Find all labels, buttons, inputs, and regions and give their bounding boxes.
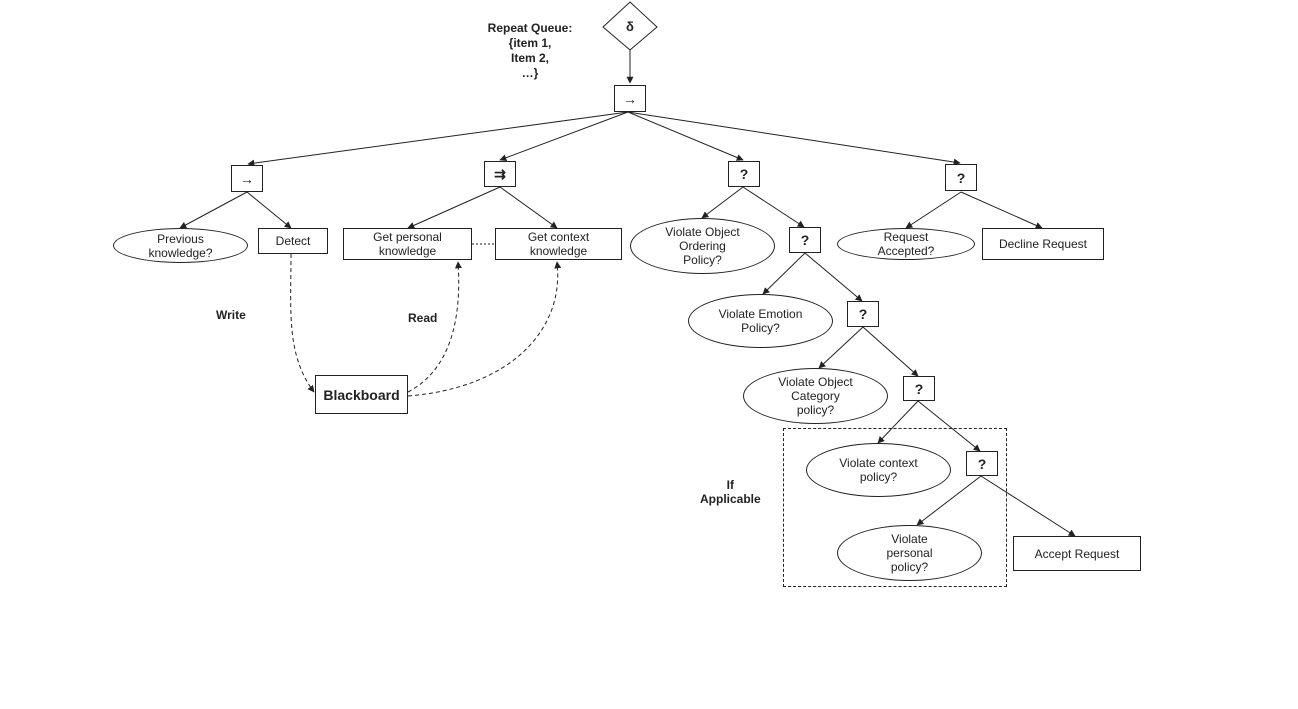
branch1-sequence-node: →: [231, 165, 263, 192]
detect-action: Detect: [258, 228, 328, 254]
blackboard-store: Blackboard: [315, 375, 408, 414]
repeat-queue-annotation: Repeat Queue: {item 1, Item 2, …}: [487, 21, 573, 80]
branch4-fallback-node: ?: [945, 164, 977, 191]
violate-object-ordering-condition: Violate Object Ordering Policy?: [630, 218, 775, 274]
root-decorator: δ: [603, 2, 657, 50]
edge-main-to-branch1: [247, 111, 629, 167]
edge-fallback5-to-personal-policy: [916, 475, 982, 526]
edge-fallback3-to-category: [818, 326, 864, 369]
decline-request-action: Decline Request: [982, 228, 1104, 260]
edge-branch1-to-detect: [246, 191, 292, 229]
edge-fallback5-to-accept: [980, 475, 1076, 537]
edge-fallback3-to-fallback4: [862, 326, 919, 377]
edge-branch3-to-fallback2: [742, 186, 805, 228]
edge-main-to-branch2: [499, 111, 629, 162]
edge-branch4-to-request-accepted: [905, 191, 962, 229]
if-applicable-region: [783, 428, 1007, 587]
fallback3-node: ?: [847, 301, 879, 327]
edge-main-to-branch4: [627, 111, 961, 166]
branch2-parallel-node: ⇉: [484, 161, 516, 187]
edge-branch1-to-previous: [179, 191, 248, 229]
edge-branch4-to-decline: [960, 191, 1043, 229]
edge-fallback4-to-context-policy: [877, 400, 919, 444]
write-arrow: [290, 253, 315, 393]
violate-personal-condition: Violate personal policy?: [837, 525, 982, 581]
edge-branch2-to-personal: [407, 186, 501, 229]
edge-main-to-branch3: [627, 111, 744, 161]
read-arrow-personal: [407, 261, 462, 393]
write-label: Write: [216, 308, 246, 322]
previous-knowledge-condition: Previous knowledge?: [113, 228, 248, 263]
root-symbol: δ: [626, 18, 634, 34]
violate-object-category-condition: Violate Object Category policy?: [743, 368, 888, 424]
edge-branch3-to-ordering: [701, 186, 744, 219]
branch3-fallback-node: ?: [728, 161, 760, 187]
fallback2-node: ?: [789, 227, 821, 253]
if-applicable-label: If Applicable: [700, 478, 761, 506]
read-label: Read: [408, 311, 438, 325]
root-decorator-diamond: [602, 1, 658, 51]
request-accepted-condition: Request Accepted?: [837, 228, 975, 260]
fallback5-node: ?: [966, 451, 998, 476]
edge-fallback2-to-emotion: [762, 252, 806, 295]
edge-fallback4-to-fallback5: [917, 400, 981, 452]
violate-context-condition: Violate context policy?: [806, 443, 951, 497]
violate-emotion-condition: Violate Emotion Policy?: [688, 294, 833, 348]
fallback4-node: ?: [903, 376, 935, 401]
accept-request-action: Accept Request: [1013, 536, 1141, 571]
main-sequence-node: →: [614, 85, 646, 112]
get-context-knowledge-action: Get context knowledge: [495, 228, 622, 260]
read-arrow-context: [407, 261, 562, 397]
get-personal-knowledge-action: Get personal knowledge: [343, 228, 472, 260]
edge-branch2-to-context: [499, 186, 558, 229]
edge-fallback2-to-fallback3: [804, 252, 863, 302]
